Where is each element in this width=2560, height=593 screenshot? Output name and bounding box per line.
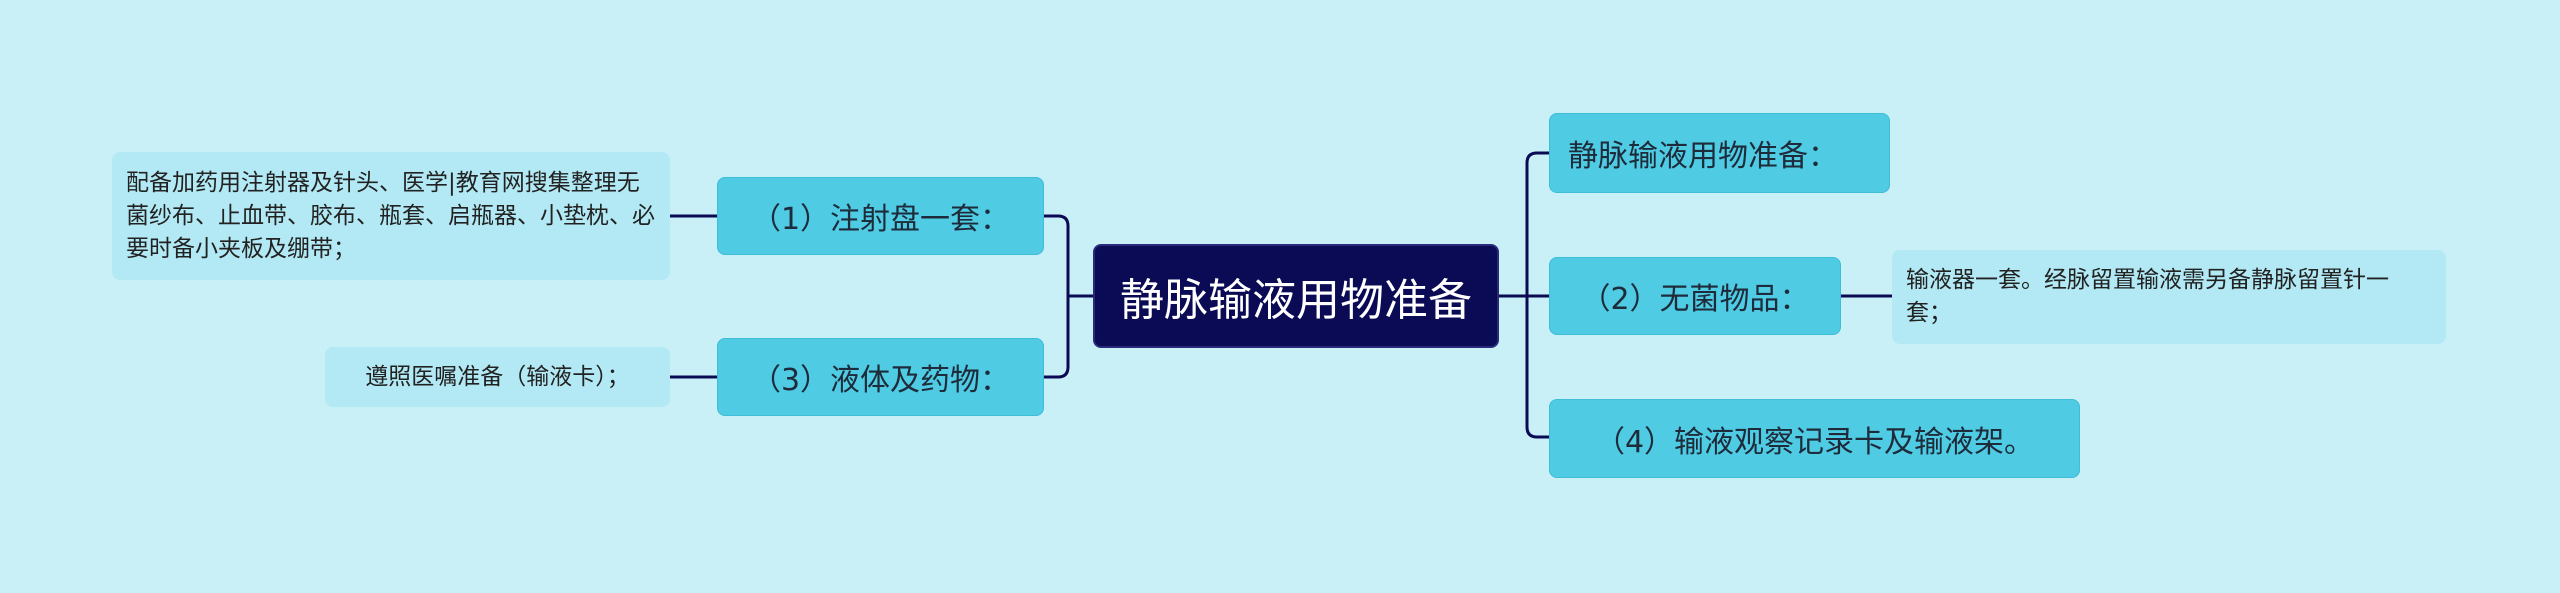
leaf-fluids-drugs-detail[interactable]: 遵照医嘱准备（输液卡）；: [325, 347, 670, 407]
branch-fluids-drugs[interactable]: （3）液体及药物：: [717, 338, 1044, 416]
branch-syringe-tray-label: （1）注射盘一套：: [750, 202, 1011, 237]
branch-syringe-tray[interactable]: （1）注射盘一套：: [717, 177, 1044, 255]
leaf-syringe-tray-detail[interactable]: 配备加药用注射器及针头、医学|教育网搜集整理无菌纱布、止血带、胶布、瓶套、启瓶器…: [112, 152, 670, 280]
root-label: 静脉输液用物准备: [1120, 275, 1472, 326]
root-node[interactable]: 静脉输液用物准备: [1093, 244, 1499, 348]
leaf-fluids-drugs-text: 遵照医嘱准备（输液卡）；: [365, 363, 630, 390]
leaf-sterile-items-text: 输液器一套。经脉留置输液需另备静脉留置针一套；: [1906, 267, 2389, 326]
branch-sterile-items[interactable]: （2）无菌物品：: [1549, 257, 1841, 335]
branch-preparation-heading-label: 静脉输液用物准备：: [1568, 139, 1838, 174]
branch-sterile-items-label: （2）无菌物品：: [1580, 282, 1810, 317]
branch-record-card-stand-label: （4）输液观察记录卡及输液架。: [1594, 424, 2035, 460]
leaf-syringe-tray-text: 配备加药用注射器及针头、医学|教育网搜集整理无菌纱布、止血带、胶布、瓶套、启瓶器…: [126, 169, 655, 262]
branch-fluids-drugs-label: （3）液体及药物：: [750, 363, 1011, 398]
branch-record-card-stand[interactable]: （4）输液观察记录卡及输液架。: [1549, 399, 2080, 478]
leaf-sterile-items-detail[interactable]: 输液器一套。经脉留置输液需另备静脉留置针一套；: [1892, 250, 2446, 344]
connector-left-trunk: [1056, 214, 1070, 379]
branch-preparation-heading[interactable]: 静脉输液用物准备：: [1549, 113, 1890, 193]
